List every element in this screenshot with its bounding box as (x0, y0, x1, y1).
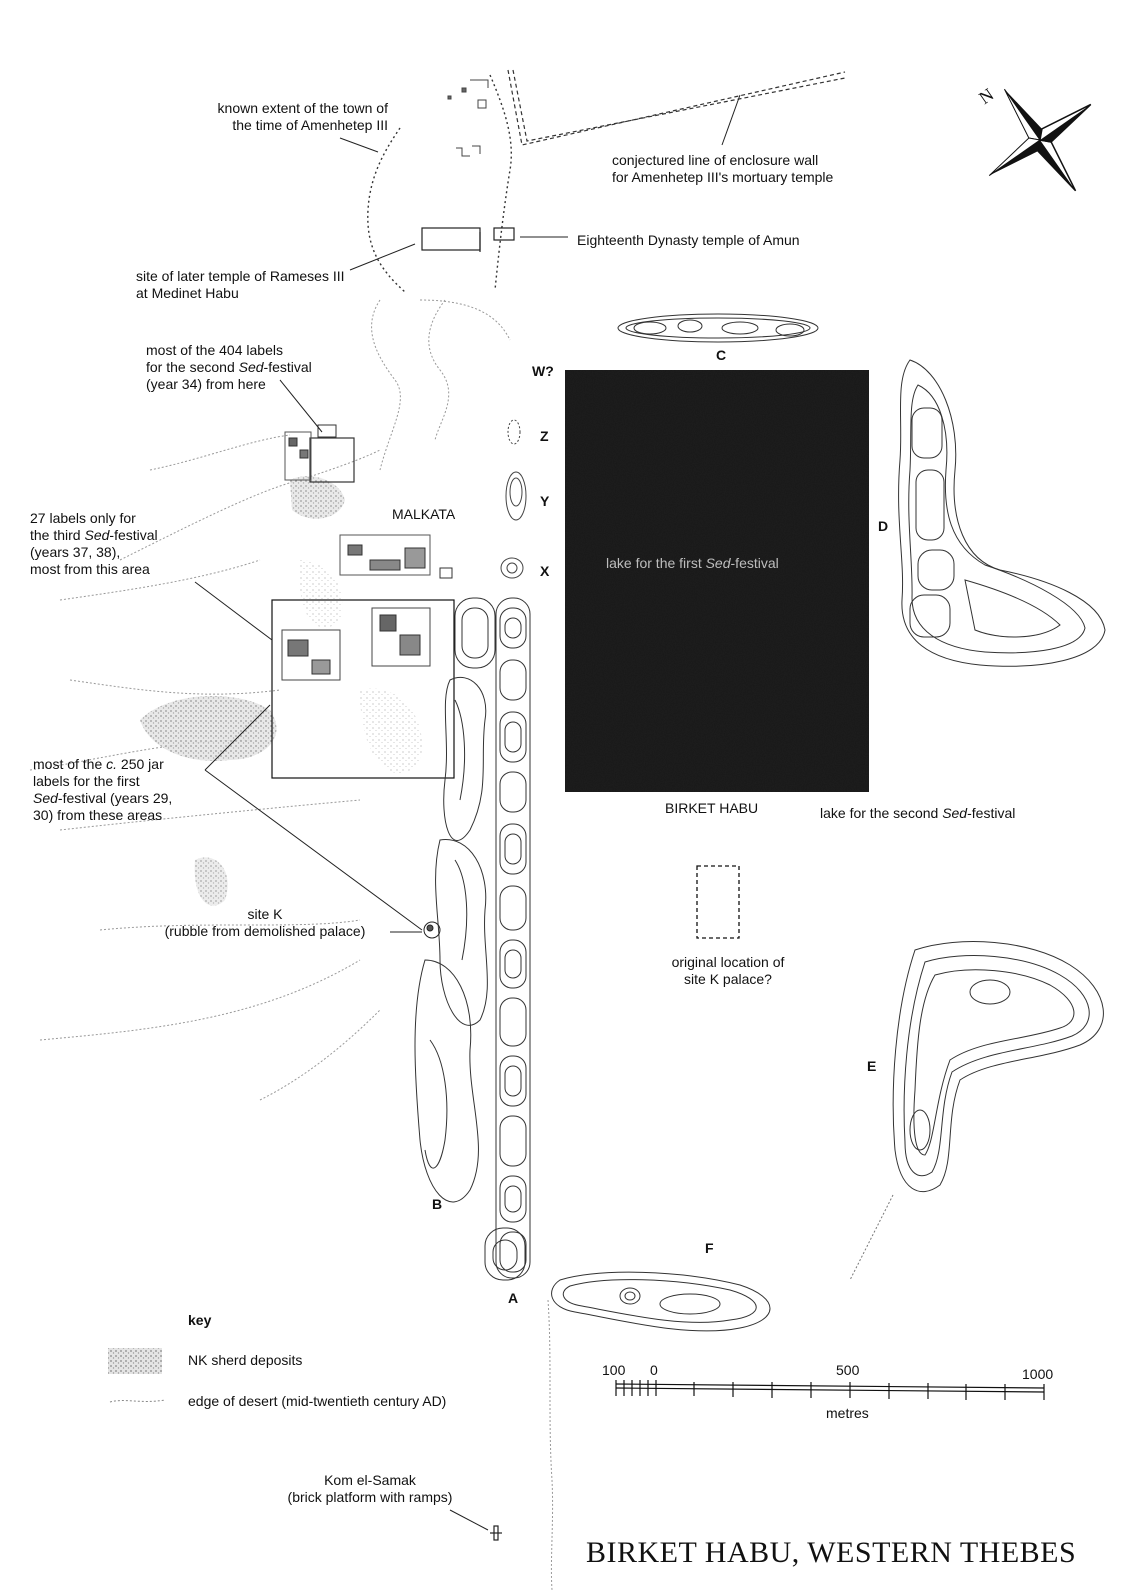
kom-el-samak-marker (490, 1525, 502, 1541)
e-link-line (849, 1194, 894, 1281)
label-original-location: original location of site K palace? (671, 954, 785, 987)
label-250-labels: most of the c. 250 jar labels for the fi… (33, 756, 173, 823)
scale-tick-100: 100 (602, 1362, 626, 1378)
site-label-d: D (878, 518, 889, 534)
site-label-c: C (716, 347, 727, 363)
western-mounds (414, 597, 531, 1281)
rameses-pointer (349, 243, 416, 271)
scale-unit: metres (826, 1405, 869, 1421)
label-kom-el-samak: Kom el-Samak (brick platform with ramps) (287, 1472, 453, 1505)
site-label-f: F (705, 1240, 714, 1256)
label-town-extent: known extent of the town of the time of … (217, 100, 388, 133)
label-enclosure-wall: conjectured line of enclosure wall for A… (612, 152, 834, 185)
labels-27-pointer (194, 581, 273, 641)
compass-rose-icon (988, 88, 1092, 192)
key-item-sherd: NK sherd deposits (188, 1352, 303, 1368)
labels-250-pointer (204, 704, 423, 931)
scale-tick-500: 500 (836, 1362, 860, 1378)
town-extent-boundary (367, 74, 512, 293)
original-site-k-location (696, 865, 740, 939)
key-title: key (188, 1312, 212, 1328)
enclosure-wall-line (507, 69, 846, 146)
label-site-k: site K (rubble from demolished palace) (164, 906, 366, 939)
label-rameses-temple: site of later temple of Rameses III at M… (136, 268, 345, 301)
mound-d (898, 359, 1106, 667)
mound-e (892, 941, 1104, 1193)
small-mounds (500, 419, 527, 579)
map-title: BIRKET HABU, WESTERN THEBES (586, 1536, 1077, 1569)
temple-of-amun (493, 227, 515, 241)
key-sherd-swatch (108, 1348, 162, 1374)
mound-f (551, 1271, 771, 1332)
site-label-y: Y (540, 493, 550, 509)
scale-tick-1000: 1000 (1022, 1366, 1054, 1382)
site-label-x: X (540, 563, 550, 579)
site-label-a: A (508, 1290, 519, 1306)
sherd-deposits (140, 476, 422, 906)
label-lake-first: lake for the first Sed-festival (606, 555, 779, 571)
mound-c (617, 313, 819, 343)
rameses-temple (421, 227, 481, 252)
key-item-desert-edge: edge of desert (mid-twentieth century AD… (188, 1393, 447, 1409)
enclosure-wall-pointer (721, 94, 741, 146)
scale-tick-0: 0 (650, 1362, 658, 1378)
malkata-complex (271, 424, 455, 779)
town-buildings (447, 79, 489, 157)
label-malkata: MALKATA (392, 506, 456, 522)
scale-bar (615, 1380, 1045, 1400)
label-404-labels: most of the 404 labels for the second Se… (146, 342, 312, 392)
key-desert-edge-swatch (109, 1399, 166, 1403)
site-label-b: B (432, 1196, 443, 1212)
kom-el-samak-pointer (449, 1509, 489, 1531)
site-k-marker (423, 921, 441, 939)
label-lake-second: lake for the second Sed-festival (820, 805, 1016, 821)
site-label-e: E (867, 1058, 877, 1074)
label-birket-habu: BIRKET HABU (665, 800, 759, 816)
label-27-labels: 27 labels only for the third Sed-festiva… (30, 510, 158, 577)
label-temple-of-amun: Eighteenth Dynasty temple of Amun (577, 232, 800, 248)
town-extent-pointer (339, 137, 379, 153)
site-label-z: Z (540, 428, 549, 444)
labels-404-pointer (279, 379, 323, 433)
site-label-w: W? (532, 363, 554, 379)
